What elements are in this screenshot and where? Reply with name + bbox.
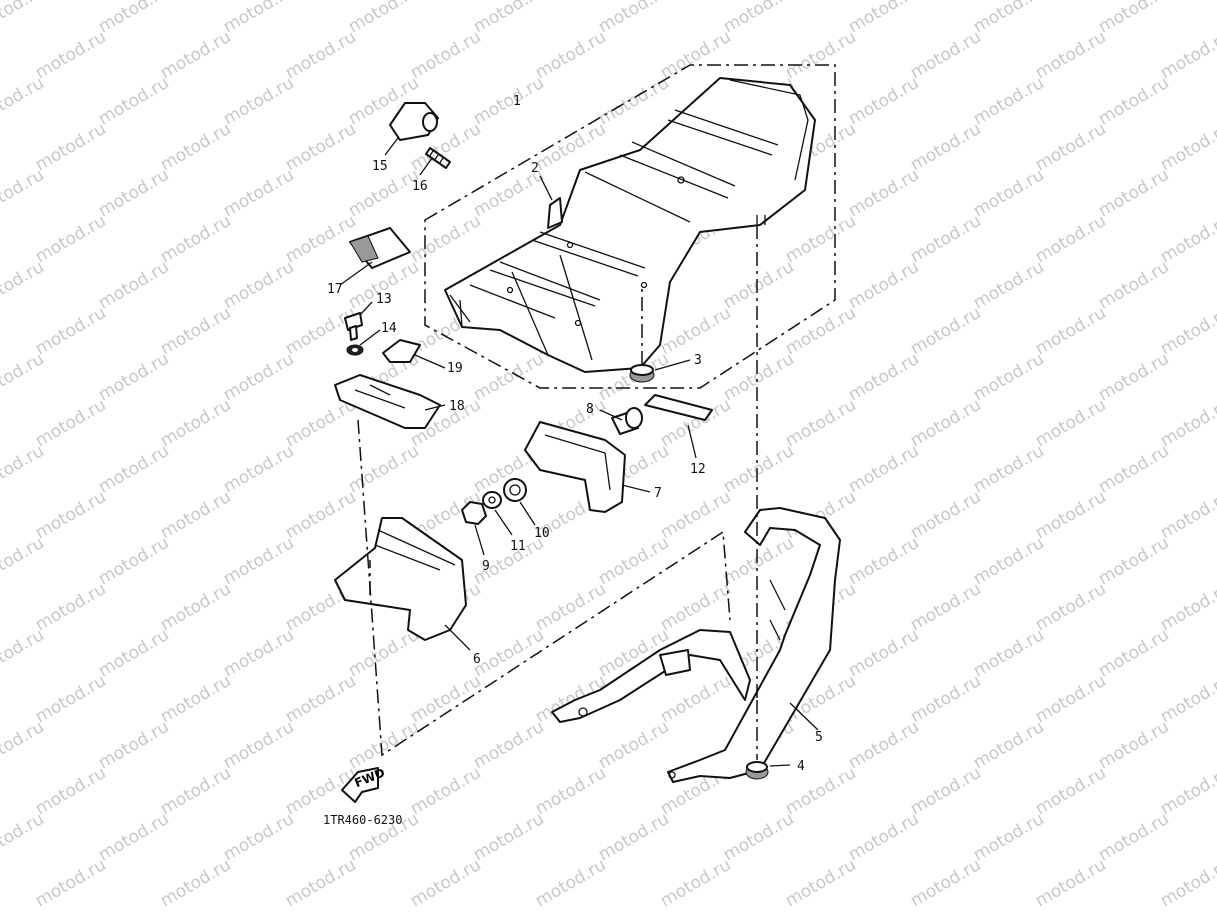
- callout-19: 19: [447, 361, 463, 376]
- fwd-arrow: FWD: [341, 765, 387, 803]
- callout-17: 17: [327, 282, 343, 297]
- callout-6: 6: [473, 652, 481, 667]
- callout-4: 4: [797, 759, 805, 774]
- callout-3: 3: [694, 353, 702, 368]
- callout-15: 15: [372, 159, 388, 174]
- callout-1: 1: [513, 94, 521, 109]
- bolt-13: [344, 301, 373, 341]
- callout-16: 16: [412, 179, 428, 194]
- callout-9: 9: [482, 559, 490, 574]
- callout-8: 8: [586, 402, 594, 417]
- seat: [444, 77, 816, 373]
- callout-13: 13: [376, 292, 392, 307]
- seat-assembly-outline: [424, 64, 836, 389]
- callout-12: 12: [690, 462, 706, 477]
- washer-14: [346, 329, 381, 356]
- seat-hook: [539, 175, 563, 229]
- washer-11: [482, 491, 513, 536]
- side-cover-6: [334, 517, 471, 651]
- label-12: [644, 394, 713, 459]
- nut-10: [503, 478, 536, 526]
- plate-18: [334, 374, 446, 429]
- callout-5: 5: [815, 730, 823, 745]
- bracket-19: [382, 339, 446, 369]
- callout-2: 2: [531, 161, 539, 176]
- callout-11: 11: [510, 539, 526, 554]
- nut-9: [461, 501, 487, 556]
- grab-rail: [551, 507, 841, 783]
- callout-18: 18: [449, 399, 465, 414]
- callout-10: 10: [534, 526, 550, 541]
- cover-17: [339, 227, 411, 286]
- bracket-7: [524, 421, 651, 513]
- lock-cylinder: [599, 407, 643, 435]
- callout-14: 14: [381, 321, 397, 336]
- diagram-code: 1TR460-6230: [323, 813, 403, 827]
- grommet-3: [629, 285, 691, 383]
- callout-7: 7: [654, 486, 662, 501]
- seat-lock-knob: [384, 102, 439, 156]
- grommet-4: [745, 761, 791, 780]
- screw-16: [419, 147, 451, 176]
